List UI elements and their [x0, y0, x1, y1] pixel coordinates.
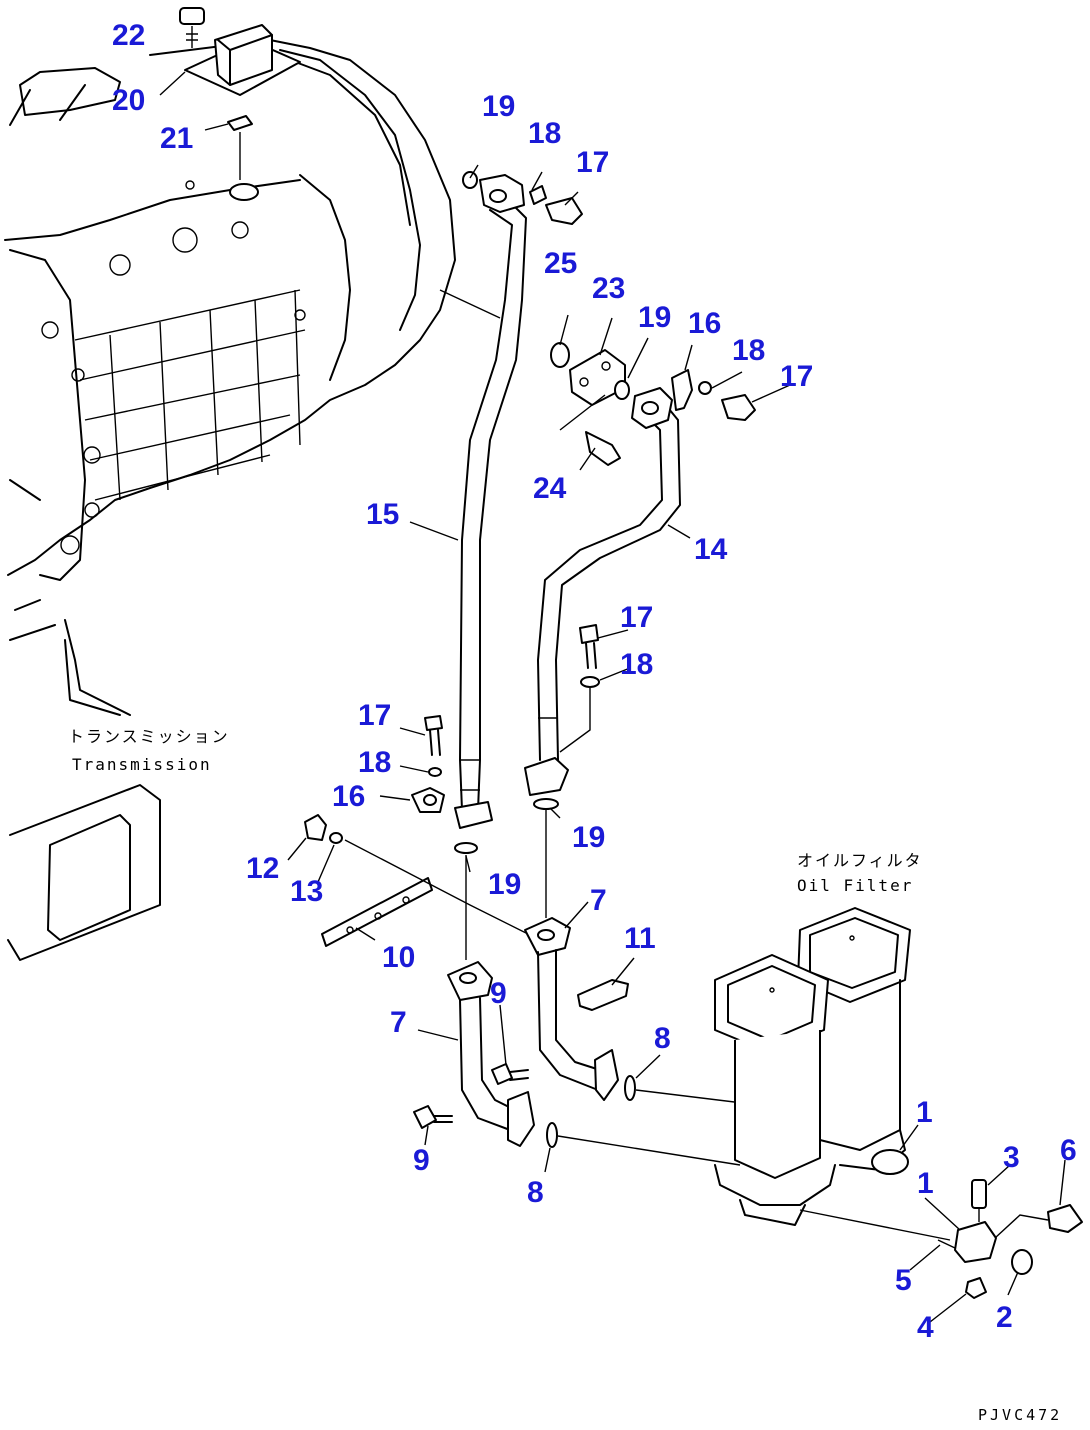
callout-16: 16: [332, 780, 365, 813]
callout-18: 18: [358, 746, 391, 779]
transmission-jp-label: トランスミッション: [68, 727, 230, 746]
callout-9: 9: [413, 1144, 430, 1177]
callout-23: 23: [592, 272, 625, 305]
callout-7: 7: [590, 884, 607, 917]
callout-8: 8: [527, 1176, 544, 1209]
seal-8-lower: [546, 1122, 558, 1148]
oil-filter-jp-label: オイルフィルタ: [797, 851, 923, 870]
hose-14: [524, 387, 681, 796]
oil-filter-assembly: [714, 907, 911, 1226]
callout-12: 12: [246, 852, 279, 885]
callout-18: 18: [620, 648, 653, 681]
transmission-housing: [4, 7, 456, 961]
seal-8-upper: [624, 1075, 636, 1101]
callout-14: 14: [694, 533, 728, 566]
callout-10: 10: [382, 941, 415, 974]
callout-19: 19: [572, 821, 605, 854]
callout-17: 17: [780, 360, 813, 393]
callout-21: 21: [160, 122, 193, 155]
callout-19: 19: [482, 90, 515, 123]
callout-1: 1: [917, 1167, 934, 1200]
bolt-washer-mid: [559, 624, 600, 753]
callout-13: 13: [290, 875, 323, 908]
callout-17: 17: [358, 699, 391, 732]
callout-16: 16: [688, 307, 721, 340]
filter-hardware: [937, 1179, 1083, 1299]
bolt-11: [577, 979, 629, 1011]
callout-8: 8: [654, 1022, 671, 1055]
callout-20: 20: [112, 84, 145, 117]
callout-18: 18: [732, 334, 765, 367]
callout-1: 1: [916, 1096, 933, 1129]
clamp-hardware-left: [411, 715, 445, 813]
seal-19-lower-left: [454, 842, 478, 854]
pipe-7-left: [447, 961, 535, 1147]
callout-3: 3: [1003, 1141, 1020, 1174]
callout-19: 19: [488, 868, 521, 901]
hose-15: [439, 174, 527, 829]
callout-9: 9: [490, 977, 507, 1010]
transmission-en-label: Transmission: [72, 755, 212, 774]
pipe-7-right: [524, 917, 619, 1101]
callout-7: 7: [390, 1006, 407, 1039]
callout-17: 17: [576, 146, 609, 179]
bracket-10: [304, 814, 531, 947]
callout-24: 24: [533, 472, 567, 505]
callout-15: 15: [366, 498, 399, 531]
leader-lines: [159, 71, 1066, 1323]
drawing-code: PJVC472: [978, 1406, 1062, 1424]
callout-6: 6: [1060, 1134, 1077, 1167]
oil-filter-en-label: Oil Filter: [797, 876, 913, 895]
callout-19: 19: [638, 301, 671, 334]
seal-19-lower-right: [533, 798, 559, 810]
bolts-9: [413, 1063, 529, 1129]
callout-5: 5: [895, 1264, 912, 1297]
callout-25: 25: [544, 247, 577, 280]
callout-11: 11: [624, 922, 656, 955]
callout-2: 2: [996, 1301, 1013, 1334]
callout-18: 18: [528, 117, 561, 150]
callout-17: 17: [620, 601, 653, 634]
adapter-block-23: [550, 342, 630, 466]
clamp-hardware-top: [462, 171, 756, 421]
callout-4: 4: [917, 1311, 934, 1344]
callout-22: 22: [112, 19, 145, 52]
